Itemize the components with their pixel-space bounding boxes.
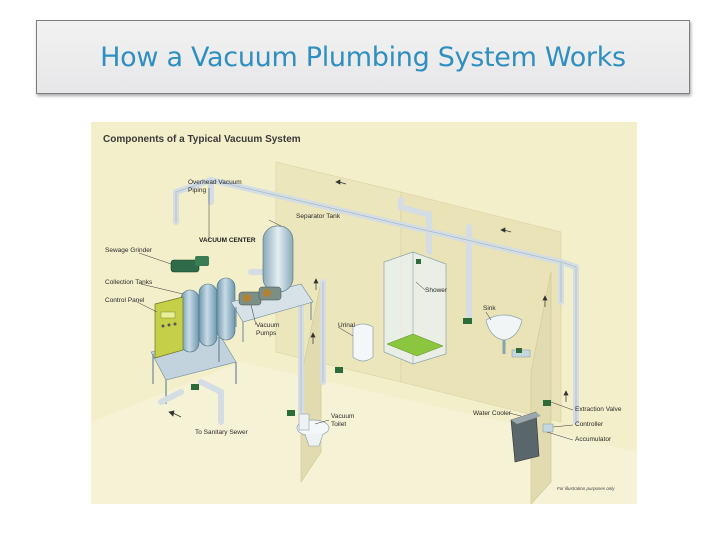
back-wall-left	[275, 161, 402, 383]
label-collection-tanks: Collection Tanks	[105, 279, 153, 286]
floor	[91, 362, 637, 504]
label-controller: Controller	[575, 421, 604, 428]
diagram-svg: Components of a Typical Vacuum System Ov…	[91, 134, 637, 504]
overhead-piping-outline	[175, 179, 577, 422]
label-disclaimer: For illustration purposes only	[557, 486, 615, 491]
label-control-panel: Control Panel	[105, 297, 145, 304]
vacuum-center	[150, 256, 237, 404]
label-vacuum-toilet-1: Vacuum	[331, 413, 354, 420]
label-water-cooler: Water Cooler	[473, 410, 512, 417]
label-overhead-piping-2: Piping	[188, 187, 206, 194]
sewer-pipe	[158, 379, 224, 425]
sink	[463, 314, 531, 358]
label-sink: Sink	[483, 305, 496, 312]
label-vacuum-toilet-2: Toilet	[331, 421, 346, 428]
shower	[383, 251, 447, 365]
vacuum-system-diagram: Components of a Typical Vacuum System Ov…	[91, 122, 637, 504]
figure-title: Components of a Typical Vacuum System	[103, 134, 301, 145]
label-vacuum-center: VACUUM CENTER	[199, 237, 256, 244]
sewer-valve	[191, 384, 199, 390]
slide-title: How a Vacuum Plumbing System Works	[100, 41, 626, 73]
label-overhead-piping-1: Overhead Vacuum	[188, 179, 242, 186]
flow-arrows	[168, 179, 569, 418]
label-separator-tank: Separator Tank	[296, 213, 341, 220]
label-vacuum-pumps-1: Vacuum	[256, 322, 279, 329]
label-sewage-grinder: Sewage Grinder	[105, 247, 153, 254]
vacuum-toilet	[287, 410, 330, 447]
leader-lines	[136, 188, 574, 441]
label-urinal: Urinal	[338, 322, 356, 329]
label-vacuum-pumps-2: Pumps	[256, 330, 277, 337]
separator-assembly	[230, 225, 314, 342]
label-shower: Shower	[425, 287, 448, 294]
urinal	[335, 323, 374, 373]
label-sanitary-sewer: To Sanitary Sewer	[195, 429, 249, 436]
title-box: How a Vacuum Plumbing System Works	[36, 20, 690, 94]
label-extraction-valve: Extraction Valve	[575, 406, 622, 413]
label-accumulator: Accumulator	[575, 436, 612, 443]
water-cooler	[510, 400, 554, 463]
